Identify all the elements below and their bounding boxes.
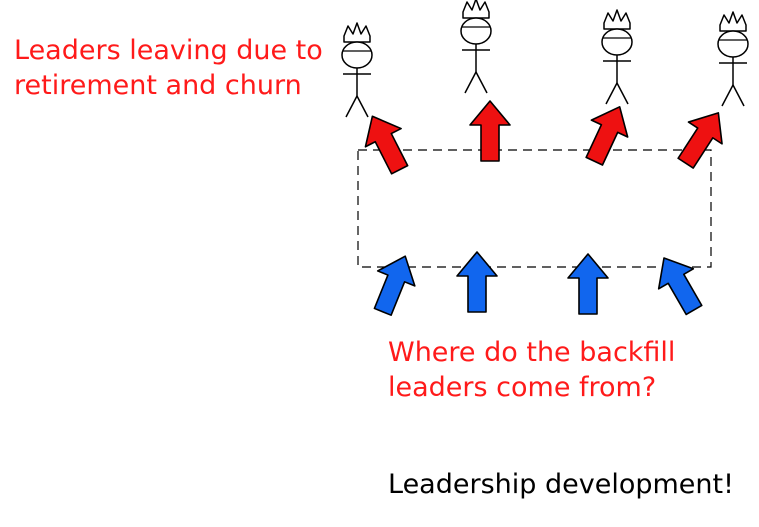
backfill-question-caption-line2: leaders come from? <box>388 371 657 403</box>
incoming-arrows <box>363 247 713 321</box>
blue-up-arrow-icon <box>567 253 609 315</box>
pipeline-box <box>357 149 712 268</box>
blue-up-arrow-icon <box>363 247 425 321</box>
red-up-arrow-icon <box>575 97 639 171</box>
crowned-stick-figure-icon <box>717 11 749 107</box>
outgoing-arrows <box>353 97 736 180</box>
leaders-leaving-caption: Leaders leaving due to retirement and ch… <box>14 34 323 103</box>
leaders-leaving-row <box>341 0 749 118</box>
red-up-arrow-icon <box>353 106 419 180</box>
backfill-question-caption: Where do the backfill leaders come from? <box>388 336 675 405</box>
red-up-arrow-icon <box>469 100 511 162</box>
crowned-stick-figure-icon <box>460 0 492 94</box>
leaders-leaving-caption-line2: retirement and churn <box>14 69 302 101</box>
red-up-arrow-icon <box>668 101 736 175</box>
blue-up-arrow-icon <box>645 247 713 321</box>
leaders-leaving-caption-line1: Leaders leaving due to <box>14 35 323 66</box>
leadership-development-answer-text: Leadership development! <box>388 469 734 500</box>
leadership-development-answer: Leadership development! <box>388 468 734 503</box>
crowned-stick-figure-icon <box>601 9 633 105</box>
blue-up-arrow-icon <box>456 251 498 313</box>
crowned-stick-figure-icon <box>341 22 373 118</box>
backfill-question-caption-line1: Where do the backfill <box>388 337 676 368</box>
